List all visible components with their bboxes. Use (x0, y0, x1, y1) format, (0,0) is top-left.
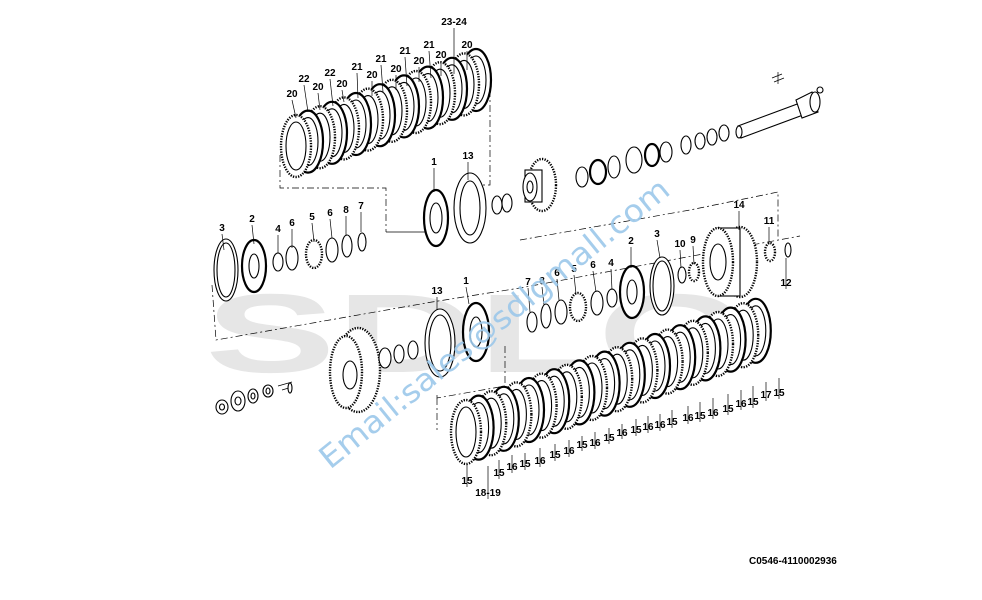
callout-label: 16 (707, 408, 719, 419)
callout-label: 20 (435, 50, 447, 61)
callout-label: 21 (375, 54, 387, 65)
callout-label: 6 (327, 208, 333, 219)
callout-label: 15 (576, 440, 588, 451)
callout-leader (303, 84, 309, 113)
callout-leader (656, 239, 661, 259)
callout-label: 1 (463, 276, 469, 287)
callout-label: 4 (608, 258, 614, 269)
callout-label: 15 (493, 468, 505, 479)
callout-leader (541, 286, 545, 306)
callout-label: 13 (431, 286, 443, 297)
callout-leader (592, 270, 597, 293)
callout-label: 16 (534, 456, 546, 467)
callout-label: 23-24 (441, 17, 467, 28)
callout-label: 2 (249, 214, 255, 225)
callout-label: 15 (694, 411, 706, 422)
callout-leader (610, 268, 613, 291)
callout-leader (317, 92, 321, 111)
callout-label: 2 (628, 236, 634, 247)
callout-label: 17 (760, 390, 772, 401)
callout-label: 14 (733, 200, 745, 211)
callout-label: 11 (764, 216, 775, 227)
callout-label: 20 (312, 82, 324, 93)
callout-label: 8 (343, 205, 349, 216)
callout-label: 9 (690, 235, 696, 246)
callout-label: 22 (298, 74, 310, 85)
callout-label: 15 (461, 476, 473, 487)
callout-label: 16 (589, 438, 601, 449)
callout-label: 10 (674, 239, 686, 250)
callout-leader (556, 278, 560, 301)
callout-label: 16 (735, 399, 747, 410)
callout-label: 4 (275, 224, 281, 235)
callout-leader (527, 287, 531, 313)
middle-right-drum-assembly (618, 225, 792, 320)
callout-label: 6 (554, 268, 560, 279)
callout-leader (465, 286, 470, 305)
callout-leader (573, 274, 577, 295)
callout-label: 15 (549, 450, 561, 461)
callout-label: 3 (219, 223, 225, 234)
callout-label: 21 (423, 40, 435, 51)
callout-label: 15 (603, 433, 615, 444)
callout-leader (221, 233, 225, 251)
callout-label: 15 (747, 397, 759, 408)
callout-leader (404, 56, 408, 87)
callout-leader (311, 222, 315, 243)
callout-leader (428, 50, 432, 79)
callout-label: 15 (519, 459, 531, 470)
callout-label: 6 (289, 218, 295, 229)
lower-middle-assembly (215, 288, 618, 415)
callout-label: 5 (571, 264, 577, 275)
callout-label: 16 (642, 422, 654, 433)
callout-label: 21 (399, 46, 411, 57)
callout-label: 15 (666, 417, 678, 428)
upper-shaft-assembly (453, 72, 824, 244)
callout-leader (329, 78, 334, 107)
top-disc-stack (279, 47, 493, 179)
callout-label: 3 (654, 229, 660, 240)
drawing-code: C0546-4110002936 (749, 556, 837, 567)
callout-leader (341, 89, 345, 103)
callout-label: 18-19 (475, 488, 501, 499)
callout-label: 7 (525, 277, 531, 288)
callout-label: 16 (506, 462, 518, 473)
bottom-disc-stack (449, 297, 772, 466)
callout-label: 20 (286, 89, 298, 100)
callout-label: 15 (722, 404, 734, 415)
callout-label: 20 (366, 70, 378, 81)
callout-label: 6 (590, 260, 596, 271)
middle-left-hub-assembly (213, 188, 450, 302)
callout-label: 1 (431, 157, 437, 168)
callout-label: 16 (654, 420, 666, 431)
assembly-guide-lines (211, 90, 801, 430)
callout-label: 20 (336, 79, 348, 90)
callout-leader (329, 218, 333, 239)
callout-label: 15 (630, 425, 642, 436)
callout-label: 5 (309, 212, 315, 223)
disc-plate-bore (285, 121, 307, 171)
callout-leader (291, 99, 297, 119)
callout-label: 16 (682, 413, 694, 424)
callout-label: 21 (351, 62, 363, 73)
callout-label: 20 (413, 56, 425, 67)
callout-label: 16 (563, 446, 575, 457)
callout-label: 20 (461, 40, 473, 51)
callout-label: 12 (780, 278, 792, 289)
callout-label: 15 (773, 388, 785, 399)
callout-leader (380, 64, 384, 93)
callout-leader (679, 249, 682, 269)
callout-label: 13 (462, 151, 474, 162)
callout-label: 16 (616, 428, 628, 439)
callout-leader (251, 224, 255, 245)
callout-leader (692, 245, 695, 265)
callout-label: 7 (358, 201, 364, 212)
callout-leader (356, 72, 359, 99)
callout-label: 22 (324, 68, 336, 79)
callout-label: 20 (390, 64, 402, 75)
callout-label: 8 (539, 276, 545, 287)
disc-plate-bore (455, 406, 477, 458)
